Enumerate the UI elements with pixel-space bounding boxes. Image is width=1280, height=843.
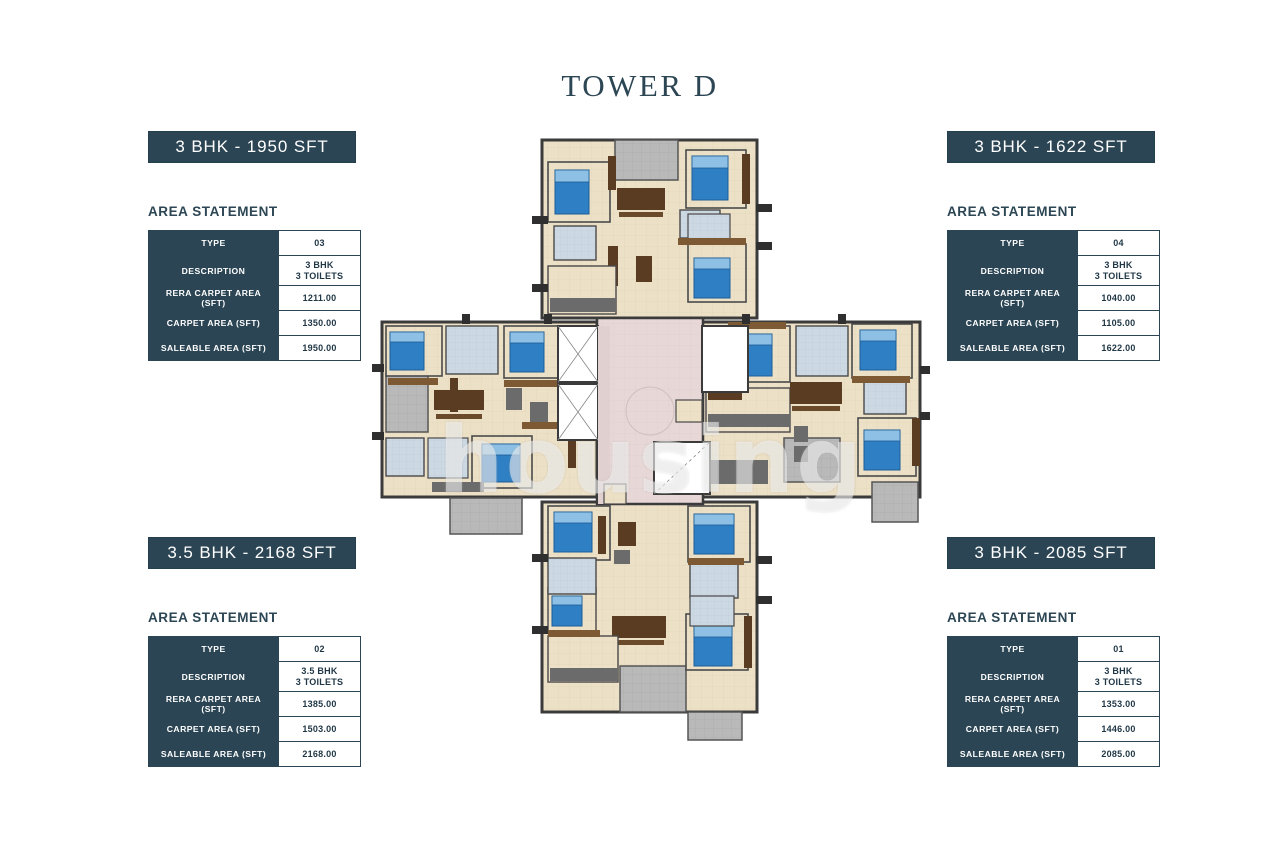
table-row: CARPET AREA (SFT) 1105.00 [947, 310, 1160, 336]
unit-card-bottom-right: 3 BHK - 2085 SFT AREA STATEMENT TYPE 01 … [947, 537, 1160, 767]
area-statement-label-top-left: AREA STATEMENT [148, 204, 278, 219]
row-value-rera-carpet: 1353.00 [1077, 691, 1160, 717]
row-label-description: DESCRIPTION [947, 255, 1078, 286]
row-value-carpet: 1105.00 [1077, 310, 1160, 336]
table-row: DESCRIPTION 3 BHK 3 TOILETS [947, 255, 1160, 286]
area-statement-label-bottom-right: AREA STATEMENT [947, 610, 1077, 625]
row-label-type: TYPE [947, 636, 1078, 662]
row-value-carpet: 1350.00 [278, 310, 361, 336]
table-row: SALEABLE AREA (SFT) 2085.00 [947, 741, 1160, 767]
row-value-description: 3 BHK 3 TOILETS [278, 255, 361, 286]
row-label-saleable: SALEABLE AREA (SFT) [148, 335, 279, 361]
description-line-1: 3 BHK [305, 259, 334, 270]
area-table-bottom-right: TYPE 01 DESCRIPTION 3 BHK 3 TOILETS RERA… [947, 636, 1160, 767]
table-row: CARPET AREA (SFT) 1350.00 [148, 310, 361, 336]
wing-south [532, 500, 772, 741]
row-label-saleable: SALEABLE AREA (SFT) [148, 741, 279, 767]
table-row: TYPE 04 [947, 230, 1160, 256]
wing-north [532, 138, 772, 320]
table-row: DESCRIPTION 3 BHK 3 TOILETS [947, 661, 1160, 692]
description-line-2: 3 TOILETS [295, 270, 344, 281]
floor-plan-drawing [372, 126, 930, 766]
description-line-2: 3 TOILETS [1094, 676, 1143, 687]
table-row: RERA CARPET AREA (SFT) 1353.00 [947, 691, 1160, 717]
row-label-type: TYPE [148, 636, 279, 662]
table-row: SALEABLE AREA (SFT) 2168.00 [148, 741, 361, 767]
description-line-1: 3.5 BHK [301, 665, 338, 676]
row-value-type: 01 [1077, 636, 1160, 662]
table-row: SALEABLE AREA (SFT) 1950.00 [148, 335, 361, 361]
row-value-carpet: 1503.00 [278, 716, 361, 742]
area-table-top-right: TYPE 04 DESCRIPTION 3 BHK 3 TOILETS RERA… [947, 230, 1160, 361]
area-table-top-left: TYPE 03 DESCRIPTION 3 BHK 3 TOILETS RERA… [148, 230, 361, 361]
row-value-description: 3.5 BHK 3 TOILETS [278, 661, 361, 692]
unit-header-bottom-right: 3 BHK - 2085 SFT [947, 537, 1155, 569]
row-label-carpet: CARPET AREA (SFT) [947, 310, 1078, 336]
row-value-type: 03 [278, 230, 361, 256]
row-label-carpet: CARPET AREA (SFT) [148, 716, 279, 742]
table-row: SALEABLE AREA (SFT) 1622.00 [947, 335, 1160, 361]
table-row: RERA CARPET AREA (SFT) 1211.00 [148, 285, 361, 311]
table-row: TYPE 03 [148, 230, 361, 256]
description-line-2: 3 TOILETS [295, 676, 344, 687]
row-label-type: TYPE [148, 230, 279, 256]
unit-card-top-right: 3 BHK - 1622 SFT AREA STATEMENT TYPE 04 … [947, 131, 1160, 361]
row-value-rera-carpet: 1040.00 [1077, 285, 1160, 311]
table-row: CARPET AREA (SFT) 1446.00 [947, 716, 1160, 742]
table-row: CARPET AREA (SFT) 1503.00 [148, 716, 361, 742]
row-label-description: DESCRIPTION [148, 255, 279, 286]
area-statement-label-top-right: AREA STATEMENT [947, 204, 1077, 219]
description-line-2: 3 TOILETS [1094, 270, 1143, 281]
row-value-saleable: 1622.00 [1077, 335, 1160, 361]
table-row: RERA CARPET AREA (SFT) 1040.00 [947, 285, 1160, 311]
row-label-description: DESCRIPTION [947, 661, 1078, 692]
row-label-rera-carpet: RERA CARPET AREA (SFT) [148, 691, 279, 717]
unit-card-top-left: 3 BHK - 1950 SFT AREA STATEMENT TYPE 03 … [148, 131, 361, 361]
central-core [557, 316, 749, 506]
page-title: TOWER D [561, 68, 719, 103]
area-statement-label-bottom-left: AREA STATEMENT [148, 610, 278, 625]
row-value-rera-carpet: 1385.00 [278, 691, 361, 717]
row-label-carpet: CARPET AREA (SFT) [148, 310, 279, 336]
area-table-bottom-left: TYPE 02 DESCRIPTION 3.5 BHK 3 TOILETS RE… [148, 636, 361, 767]
row-label-saleable: SALEABLE AREA (SFT) [947, 741, 1078, 767]
row-label-rera-carpet: RERA CARPET AREA (SFT) [947, 691, 1078, 717]
row-value-type: 04 [1077, 230, 1160, 256]
table-row: TYPE 02 [148, 636, 361, 662]
table-row: RERA CARPET AREA (SFT) 1385.00 [148, 691, 361, 717]
row-value-description: 3 BHK 3 TOILETS [1077, 661, 1160, 692]
row-value-type: 02 [278, 636, 361, 662]
unit-card-bottom-left: 3.5 BHK - 2168 SFT AREA STATEMENT TYPE 0… [148, 537, 361, 767]
table-row: TYPE 01 [947, 636, 1160, 662]
row-value-saleable: 2168.00 [278, 741, 361, 767]
row-value-saleable: 1950.00 [278, 335, 361, 361]
row-label-carpet: CARPET AREA (SFT) [947, 716, 1078, 742]
table-row: DESCRIPTION 3 BHK 3 TOILETS [148, 255, 361, 286]
description-line-1: 3 BHK [1104, 665, 1133, 676]
unit-header-top-left: 3 BHK - 1950 SFT [148, 131, 356, 163]
row-value-saleable: 2085.00 [1077, 741, 1160, 767]
unit-header-bottom-left: 3.5 BHK - 2168 SFT [148, 537, 356, 569]
row-value-rera-carpet: 1211.00 [278, 285, 361, 311]
row-value-description: 3 BHK 3 TOILETS [1077, 255, 1160, 286]
row-label-saleable: SALEABLE AREA (SFT) [947, 335, 1078, 361]
row-label-rera-carpet: RERA CARPET AREA (SFT) [148, 285, 279, 311]
row-label-description: DESCRIPTION [148, 661, 279, 692]
table-row: DESCRIPTION 3.5 BHK 3 TOILETS [148, 661, 361, 692]
row-value-carpet: 1446.00 [1077, 716, 1160, 742]
row-label-rera-carpet: RERA CARPET AREA (SFT) [947, 285, 1078, 311]
unit-header-top-right: 3 BHK - 1622 SFT [947, 131, 1155, 163]
row-label-type: TYPE [947, 230, 1078, 256]
description-line-1: 3 BHK [1104, 259, 1133, 270]
